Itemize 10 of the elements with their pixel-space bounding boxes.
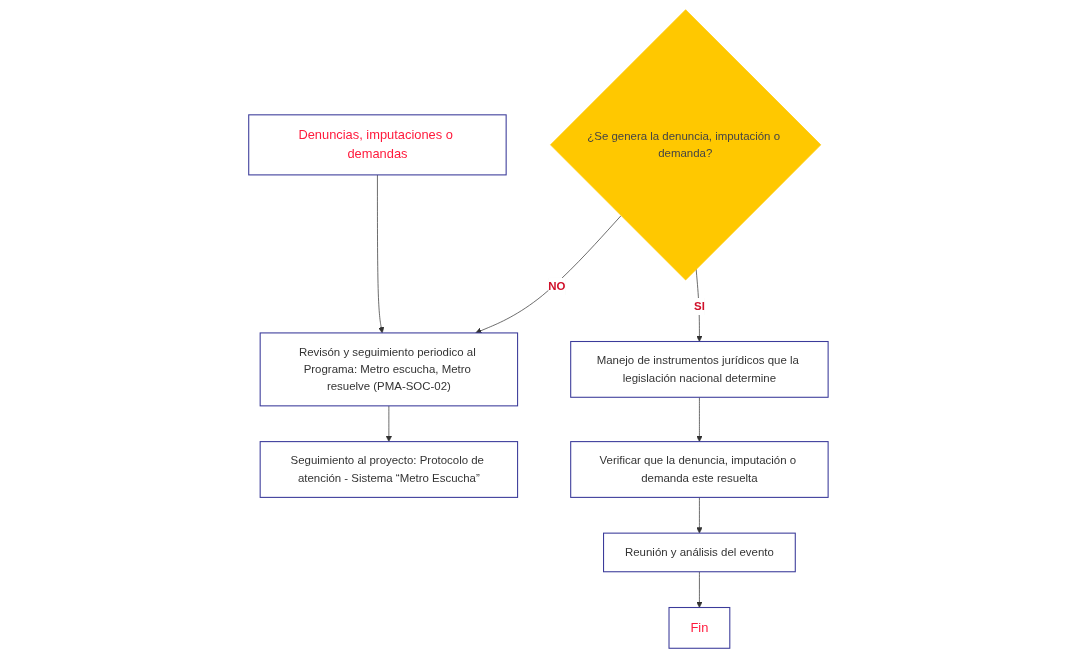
node-box: Seguimiento al proyecto: Protocolo de atención - Sistema “Metro Escucha” bbox=[259, 441, 518, 498]
node-diamond: ¿Se genera la denuncia, imputación o demanda? bbox=[549, 9, 821, 281]
edge-label: SI bbox=[693, 300, 705, 313]
node-box: Reunión y análisis del evento bbox=[602, 532, 796, 573]
node-box: Manejo de instrumentos jurídicos que la legislación nacional determine bbox=[569, 340, 829, 398]
node-box: Denuncias, imputaciones o demandas bbox=[247, 114, 507, 176]
edge-label: NO bbox=[547, 279, 566, 293]
node-box: Fin bbox=[668, 606, 730, 649]
node-box: Revisón y seguimiento periodico al Programa: Metro escucha, Metro resuelve (PMA-SOC-02) bbox=[259, 332, 518, 407]
node-box: Verificar que la denuncia, imputación o demanda este resuelta bbox=[569, 441, 829, 498]
